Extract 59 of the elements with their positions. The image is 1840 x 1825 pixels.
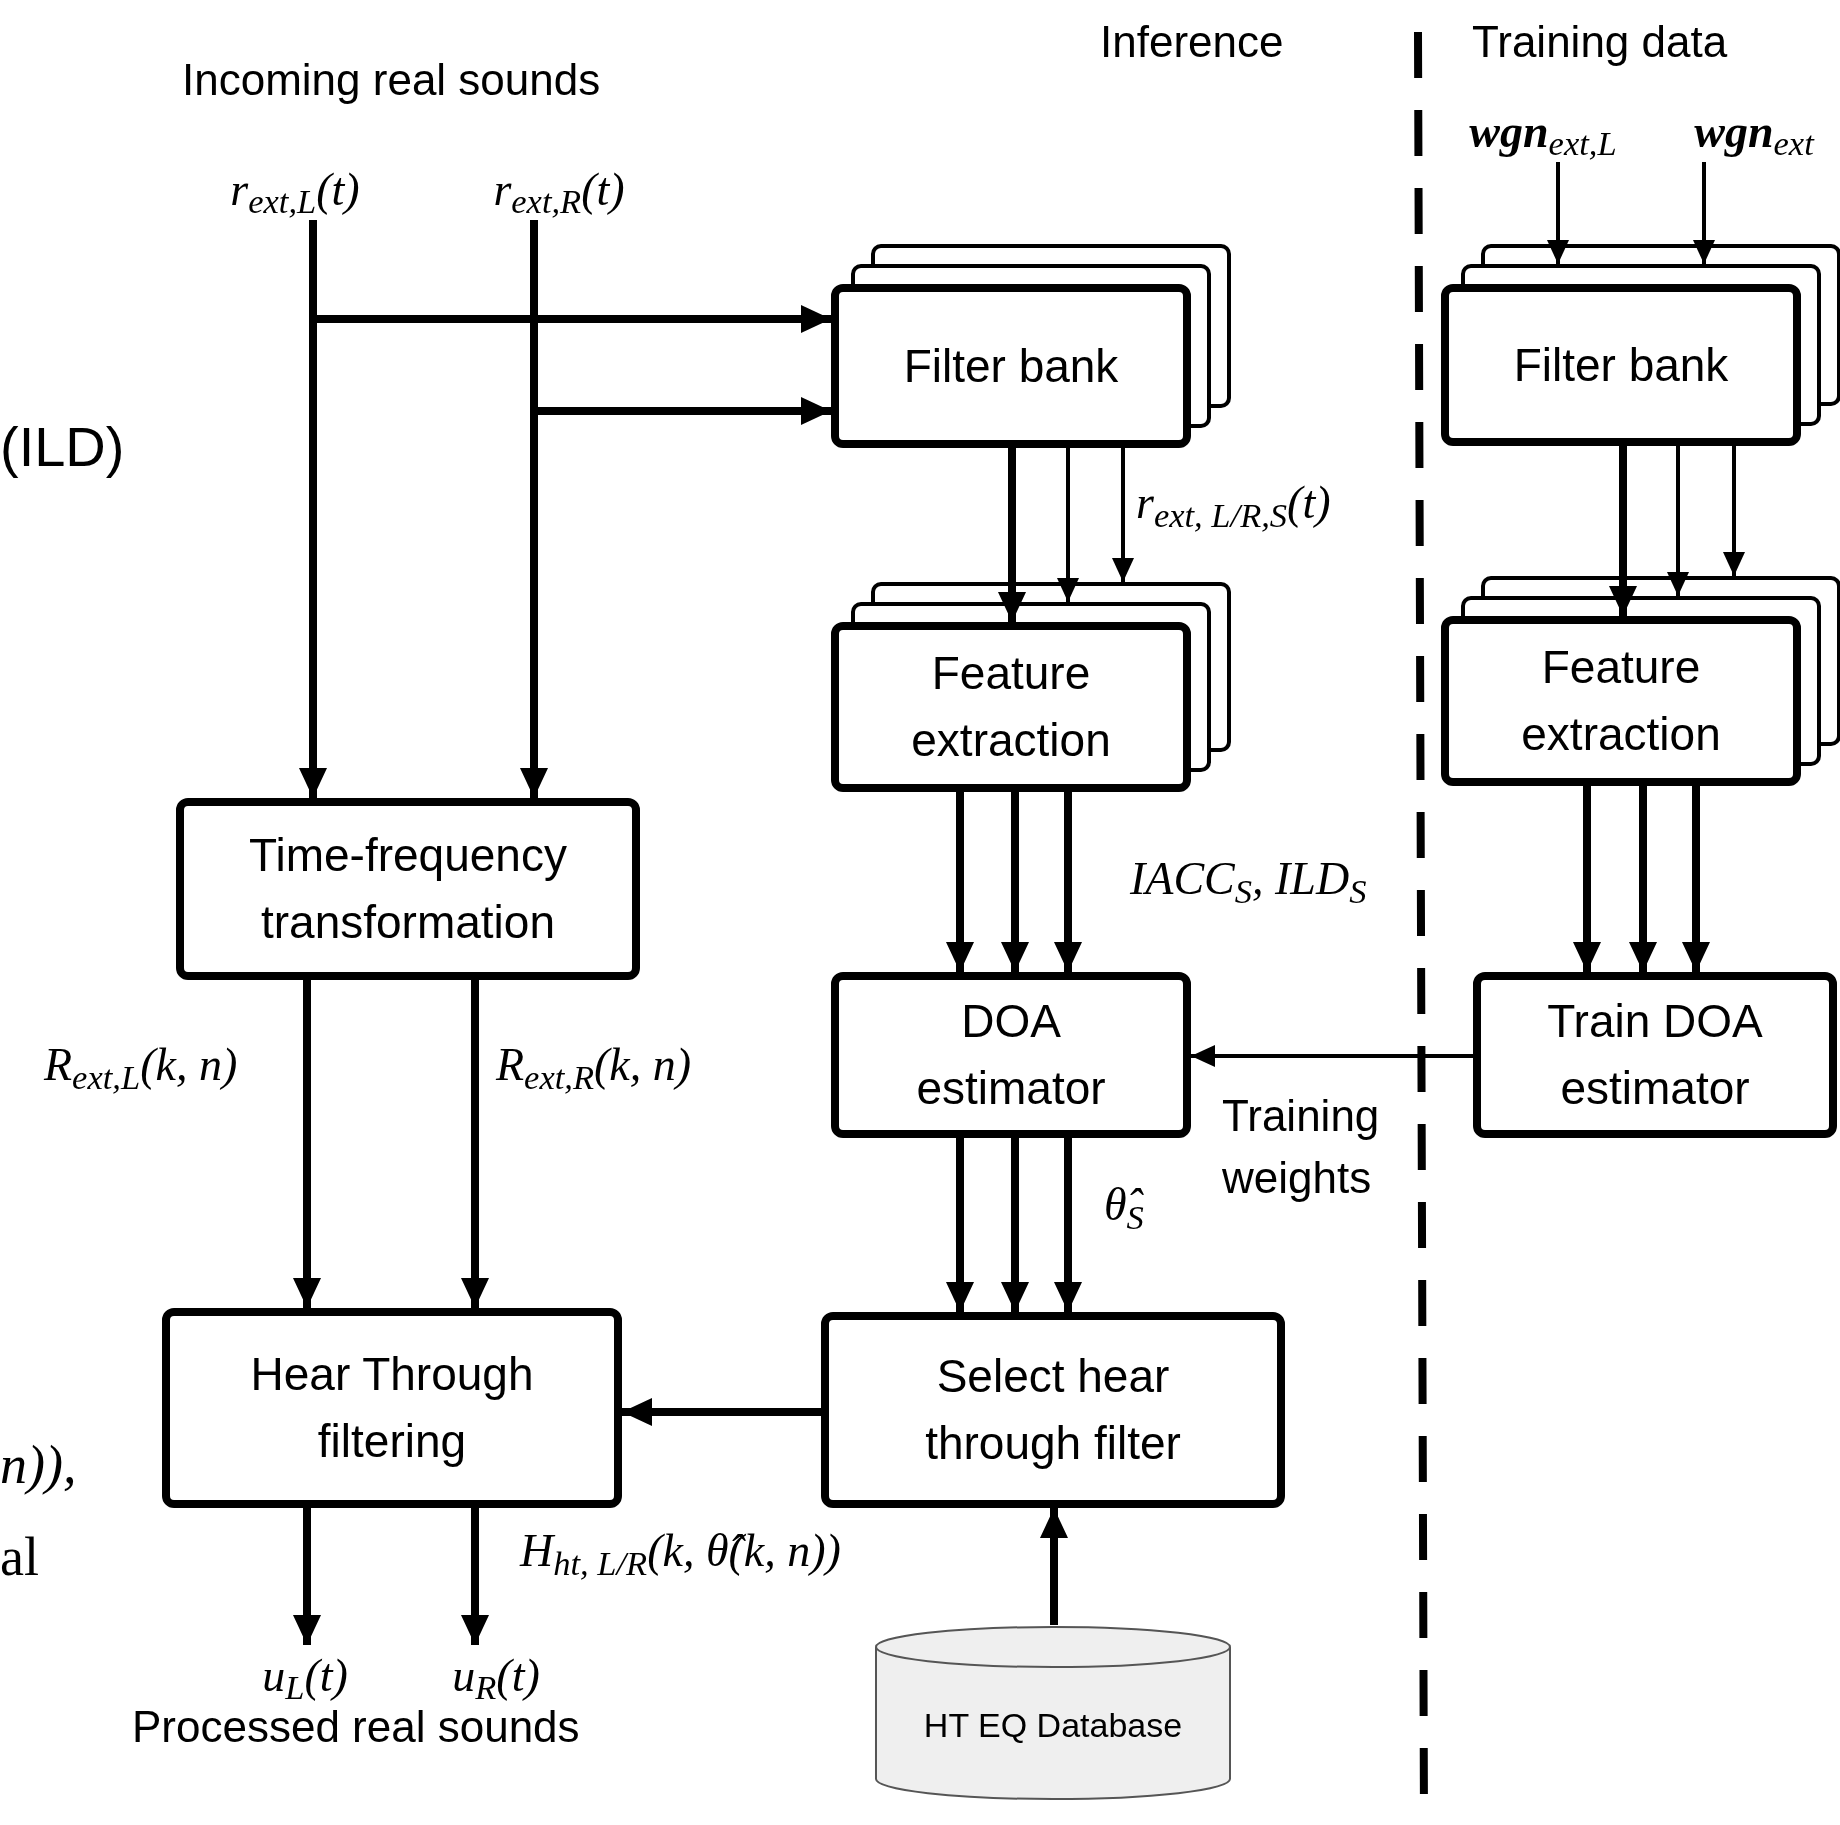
- process-box: [162, 1308, 622, 1508]
- arrow: [1573, 786, 1601, 972]
- text-label: n)),: [0, 1434, 77, 1497]
- text-label: r$_{ext, L/R,S}$(t): [1136, 476, 1331, 532]
- signal-label: r$_{ext,L}$(t): [200, 158, 390, 220]
- text-label: R$_{ext,R}$(k, n): [496, 1038, 692, 1094]
- text-label: θ̂$_{S}$: [1104, 1178, 1144, 1234]
- box-label: Filter bank: [1513, 337, 1729, 393]
- arrow: [1112, 448, 1134, 582]
- text-label: Processed real sounds: [132, 1705, 580, 1749]
- process-box: [821, 1312, 1285, 1508]
- arrow: [946, 792, 974, 972]
- box-label: DOA estimator: [915, 994, 1107, 1116]
- text-label: Training data: [1472, 20, 1728, 64]
- arrow: [1547, 162, 1569, 264]
- text-label: (ILD): [0, 414, 125, 480]
- text-label: Inference: [1100, 20, 1284, 64]
- text-label: R$_{ext,L}$(k, n): [44, 1038, 238, 1094]
- database-label: HT EQ Database: [923, 1704, 1183, 1746]
- arrow: [1054, 1138, 1082, 1312]
- signal-label: r$_{ext,R}$(t): [464, 158, 654, 220]
- box-label: Time-frequency transformation: [248, 828, 568, 950]
- box-label: Feature extraction: [910, 646, 1112, 768]
- box-label: Hear Through filtering: [249, 1347, 535, 1469]
- arrow: [998, 448, 1026, 622]
- arrow: [1667, 446, 1689, 596]
- box-label: Filter bank: [903, 338, 1119, 394]
- arrow: [1057, 448, 1079, 602]
- process-box: [831, 284, 1191, 448]
- arrow: [1001, 792, 1029, 972]
- process-box: [1441, 616, 1801, 786]
- signal-label: u$_{R}$(t): [428, 1645, 564, 1705]
- arrow: [1001, 1138, 1029, 1312]
- signal-label: wgn$_{ext}$: [1668, 100, 1840, 162]
- arrow: [1054, 792, 1082, 972]
- process-box: [831, 622, 1191, 792]
- arrow: [622, 1398, 821, 1426]
- box-label: Select hear through filter: [924, 1349, 1182, 1471]
- text-label: al: [0, 1526, 39, 1589]
- signal-label: u$_{L}$(t): [240, 1645, 370, 1705]
- arrow: [461, 980, 489, 1308]
- text-label: IACC$_{S}$, ILD$_{S}$: [1130, 852, 1367, 908]
- text-label: H$_{ht, L/R}$(k, θ̂(k, n)): [520, 1524, 841, 1580]
- box-label: Train DOA estimator: [1546, 994, 1764, 1116]
- box-label: Feature extraction: [1520, 640, 1722, 762]
- arrow: [1693, 162, 1715, 264]
- arrow: [1609, 446, 1637, 616]
- signal-label: wgn$_{ext,L}$: [1438, 100, 1648, 162]
- arrow: [1723, 446, 1745, 576]
- arrow: [1682, 786, 1710, 972]
- process-box: [176, 798, 640, 980]
- process-box: [1473, 972, 1837, 1138]
- text-label: Incoming real sounds: [182, 58, 601, 102]
- arrow: [293, 980, 321, 1308]
- arrow: [1191, 1045, 1473, 1067]
- arrow: [1629, 786, 1657, 972]
- process-box: [831, 972, 1191, 1138]
- process-box: [1441, 284, 1801, 446]
- arrow: [946, 1138, 974, 1312]
